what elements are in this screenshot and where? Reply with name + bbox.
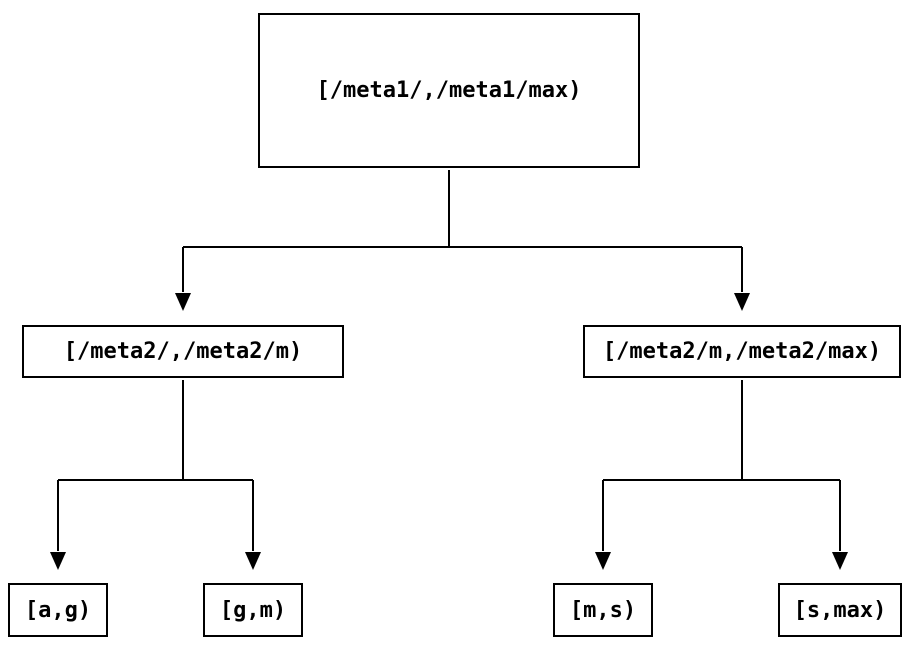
- tree-node-label: [/meta2/,/meta2/m): [63, 339, 303, 364]
- tree-node-leaf-smax: [s,max): [778, 583, 902, 637]
- tree-node-leaf-ag: [a,g): [8, 583, 108, 637]
- arrowhead-down-left-child-icon: [175, 293, 191, 311]
- tree-node-left-child: [/meta2/,/meta2/m): [22, 325, 344, 378]
- tree-node-root: [/meta1/,/meta1/max): [258, 13, 640, 168]
- tree-node-label: [g,m): [219, 597, 287, 623]
- tree-node-label: [/meta2/m,/meta2/max): [602, 339, 882, 364]
- arrowhead-down-leaf-gm-icon: [245, 552, 261, 570]
- tree-node-leaf-gm: [g,m): [203, 583, 303, 637]
- tree-node-label: [m,s): [569, 597, 637, 623]
- arrowheads: [50, 293, 848, 570]
- arrowhead-down-leaf-smax-icon: [832, 552, 848, 570]
- tree-node-label: [a,g): [24, 597, 92, 623]
- arrowhead-down-leaf-ag-icon: [50, 552, 66, 570]
- tree-node-label: [/meta1/,/meta1/max): [316, 78, 582, 103]
- arrowhead-down-leaf-ms-icon: [595, 552, 611, 570]
- edge-lines: [57, 170, 841, 551]
- arrowhead-down-right-child-icon: [734, 293, 750, 311]
- tree-node-leaf-ms: [m,s): [553, 583, 653, 637]
- tree-node-right-child: [/meta2/m,/meta2/max): [583, 325, 901, 378]
- tree-node-label: [s,max): [793, 597, 887, 623]
